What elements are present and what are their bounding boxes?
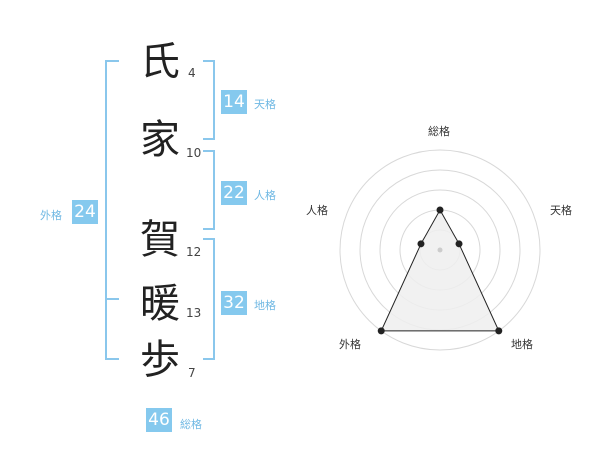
jinkaku-label: 人格	[254, 189, 276, 202]
soukaku-label: 総格	[180, 418, 202, 431]
radar-point-1	[436, 206, 444, 214]
radar-grid-ring	[339, 149, 541, 351]
jinkaku-score: 22	[221, 181, 247, 205]
stroke-count-5: 7	[188, 366, 196, 380]
tenkaku-label: 天格	[254, 98, 276, 111]
tenkaku-score: 14	[221, 90, 247, 114]
jinkaku-bracket	[203, 150, 215, 230]
stroke-count-4: 13	[186, 306, 202, 320]
soukaku-score: 46	[146, 408, 172, 432]
chikaku-label: 地格	[254, 299, 276, 312]
gaikaku-score: 24	[72, 200, 98, 224]
kanji-char-3: 賀	[140, 217, 180, 263]
radar-label-chikaku: 地格	[511, 338, 533, 351]
radar-point-4	[377, 327, 385, 335]
kanji-char-5: 歩	[140, 337, 180, 383]
radar-center-dot	[437, 247, 443, 253]
gaikaku-bracket	[105, 60, 119, 360]
gaikaku-bracket-split	[105, 298, 119, 300]
stroke-count-3: 12	[186, 245, 202, 259]
radar-label-gaikaku: 外格	[339, 338, 361, 351]
radar-value-polygon	[380, 208, 500, 332]
radar-point-5	[417, 240, 425, 248]
stroke-count-1: 4	[188, 66, 196, 80]
kanji-char-2: 家	[140, 117, 180, 163]
chikaku-score: 32	[221, 291, 247, 315]
stroke-count-2: 10	[186, 146, 202, 160]
radar-label-tenkaku: 天格	[550, 204, 572, 217]
radar-point-3	[495, 327, 503, 335]
chikaku-bracket	[203, 238, 215, 360]
radar-point-2	[455, 240, 463, 248]
kanji-char-4: 暖	[140, 281, 180, 327]
radar-label-soukaku: 総格	[428, 125, 450, 138]
kanji-char-1: 氏	[140, 39, 180, 85]
gaikaku-label: 外格	[40, 209, 62, 222]
tenkaku-bracket	[203, 60, 215, 140]
radar-label-jinkaku: 人格	[306, 204, 328, 217]
